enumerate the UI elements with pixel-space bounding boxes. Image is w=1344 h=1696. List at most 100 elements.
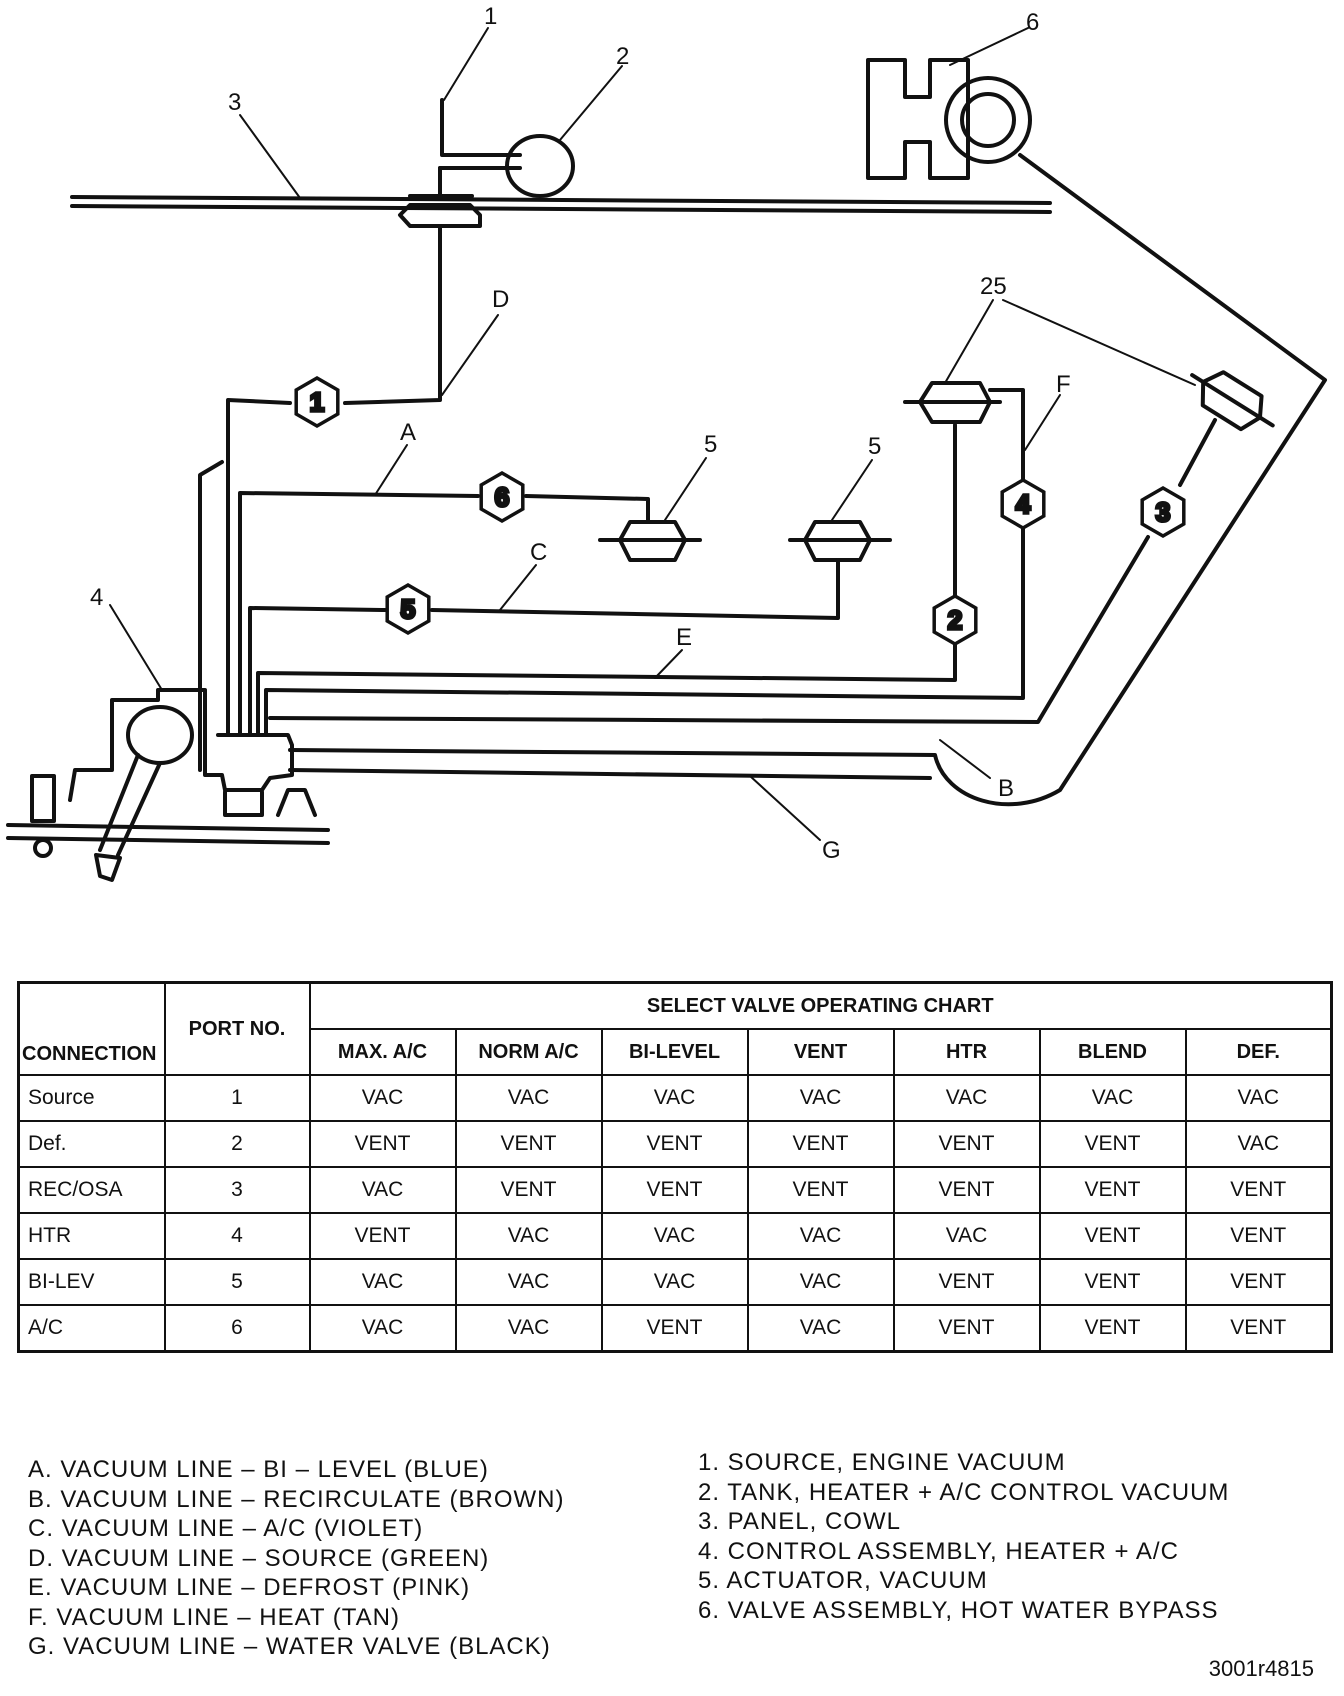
leader-4 [109,604,163,691]
port-cell: 1 [163,1074,311,1122]
mode-value-cell: VAC [600,1258,749,1306]
connection-header: CONNECTION [17,981,166,1076]
mode-value-cell: VENT [308,1212,457,1260]
vacuum-line-legend: A. VACUUM LINE – BI – LEVEL (BLUE) B. VA… [28,1455,565,1662]
leader-c [499,564,537,611]
connection-cell: Def. [17,1120,166,1168]
leader-1 [443,27,489,101]
legend-part-5: 5. ACTUATOR, VACUUM [698,1567,988,1594]
hot-water-bypass-valve [866,58,1032,180]
mode-value-cell: VENT [454,1120,603,1168]
callout-1: 1 [484,3,497,30]
callout-2: 2 [616,43,629,70]
mode-value-cell: VAC [600,1212,749,1260]
leader-b [939,739,991,779]
legend-line-b: B. VACUUM LINE – RECIRCULATE (BROWN) [28,1485,565,1513]
mode-value-cell: VAC [1184,1120,1333,1168]
mode-value-cell: VENT [746,1120,895,1168]
mode-value-cell: VENT [892,1120,1041,1168]
leader-3 [239,114,301,199]
mode-value-cell: VENT [892,1166,1041,1214]
mode-value-cell: VAC [308,1304,457,1353]
mode-header-vent: VENT [746,1028,895,1076]
line-a [238,491,480,737]
mode-value-cell: VAC [454,1258,603,1306]
port-hexagon [385,582,431,636]
vacuum-diaphragm [1190,370,1275,432]
callout-3: 3 [228,89,241,116]
mode-value-cell: VAC [746,1212,895,1260]
mode-value-cell: VENT [1038,1120,1187,1168]
control-assembly [6,688,330,882]
callout-4: 4 [90,584,103,611]
mode-value-cell: VENT [1038,1304,1187,1353]
mode-value-cell: VENT [746,1166,895,1214]
vacuum-tank [505,134,575,198]
connection-cell: REC/OSA [17,1166,166,1214]
vacuum-actuator [788,520,892,562]
mode-value-cell: VAC [454,1212,603,1260]
legend-line-d: D. VACUUM LINE – SOURCE (GREEN) [28,1544,490,1572]
legend-line-a: A. VACUUM LINE – BI – LEVEL (BLUE) [28,1456,489,1483]
port-number: 4 [1016,489,1031,519]
mode-value-cell: VENT [892,1304,1041,1353]
mode-header-norm-ac: NORM A/C [454,1028,603,1076]
mode-value-cell: VENT [1184,1212,1333,1260]
callout-c: C [530,539,547,566]
line-f [988,388,1025,482]
mode-header-def: DEF. [1184,1028,1333,1076]
mode-value-cell: VAC [746,1074,895,1122]
mode-value-cell: VAC [892,1074,1041,1122]
mode-value-cell: VENT [892,1258,1041,1306]
mode-value-cell: VAC [308,1074,457,1122]
mode-header-htr: HTR [892,1028,1041,1076]
legend-line-f: F. VACUUM LINE – HEAT (TAN) [28,1603,400,1631]
port-hexagon [932,593,978,647]
mode-value-cell: VENT [454,1166,603,1214]
callout-g: G [822,837,841,864]
mode-value-cell: VENT [1038,1166,1187,1214]
line-c [248,606,387,737]
mode-value-cell: VENT [600,1304,749,1353]
recirc-line [1178,418,1217,487]
parts-legend: 1. SOURCE, ENGINE VACUUM 2. TANK, HEATER… [698,1448,1229,1625]
callout-d: D [492,286,509,313]
mode-value-cell: VENT [1184,1258,1333,1306]
port-hexagon [479,470,525,524]
mode-value-cell: VAC [600,1074,749,1122]
connection-cell: A/C [17,1304,166,1353]
leader-a [374,444,408,496]
cowl-panel-line [70,204,1052,214]
source-line [440,98,522,157]
legend-line-c: C. VACUUM LINE – A/C (VIOLET) [28,1515,424,1542]
legend-part-6: 6. VALVE ASSEMBLY, HOT WATER BYPASS [698,1596,1219,1624]
leader-25a [944,299,994,384]
line-d [343,224,442,405]
leader-e [654,649,683,679]
port-cell: 3 [163,1166,311,1214]
callout-b: B [998,775,1014,802]
mode-value-cell: VAC [892,1212,1041,1260]
leader-g [749,775,821,841]
mode-value-cell: VENT [600,1166,749,1214]
mode-value-cell: VENT [308,1120,457,1168]
select-valve-operating-chart: CONNECTION PORT NO. SELECT VALVE OPERATI… [17,981,1333,1353]
mode-value-cell: VENT [600,1120,749,1168]
port-hexagon [1000,477,1046,531]
return-line [198,460,224,772]
line-a [524,494,650,522]
leader-2 [559,65,623,141]
vacuum-diaphragm [903,381,1002,424]
port-number: 6 [495,482,509,512]
callout-5b: 5 [868,433,881,460]
legend-part-2: 2. TANK, HEATER + A/C CONTROL VACUUM [698,1478,1230,1506]
line-b [288,153,1327,807]
vacuum-actuator [598,520,702,562]
connection-cell: BI-LEV [17,1258,166,1306]
mode-value-cell: VAC [1038,1074,1187,1122]
